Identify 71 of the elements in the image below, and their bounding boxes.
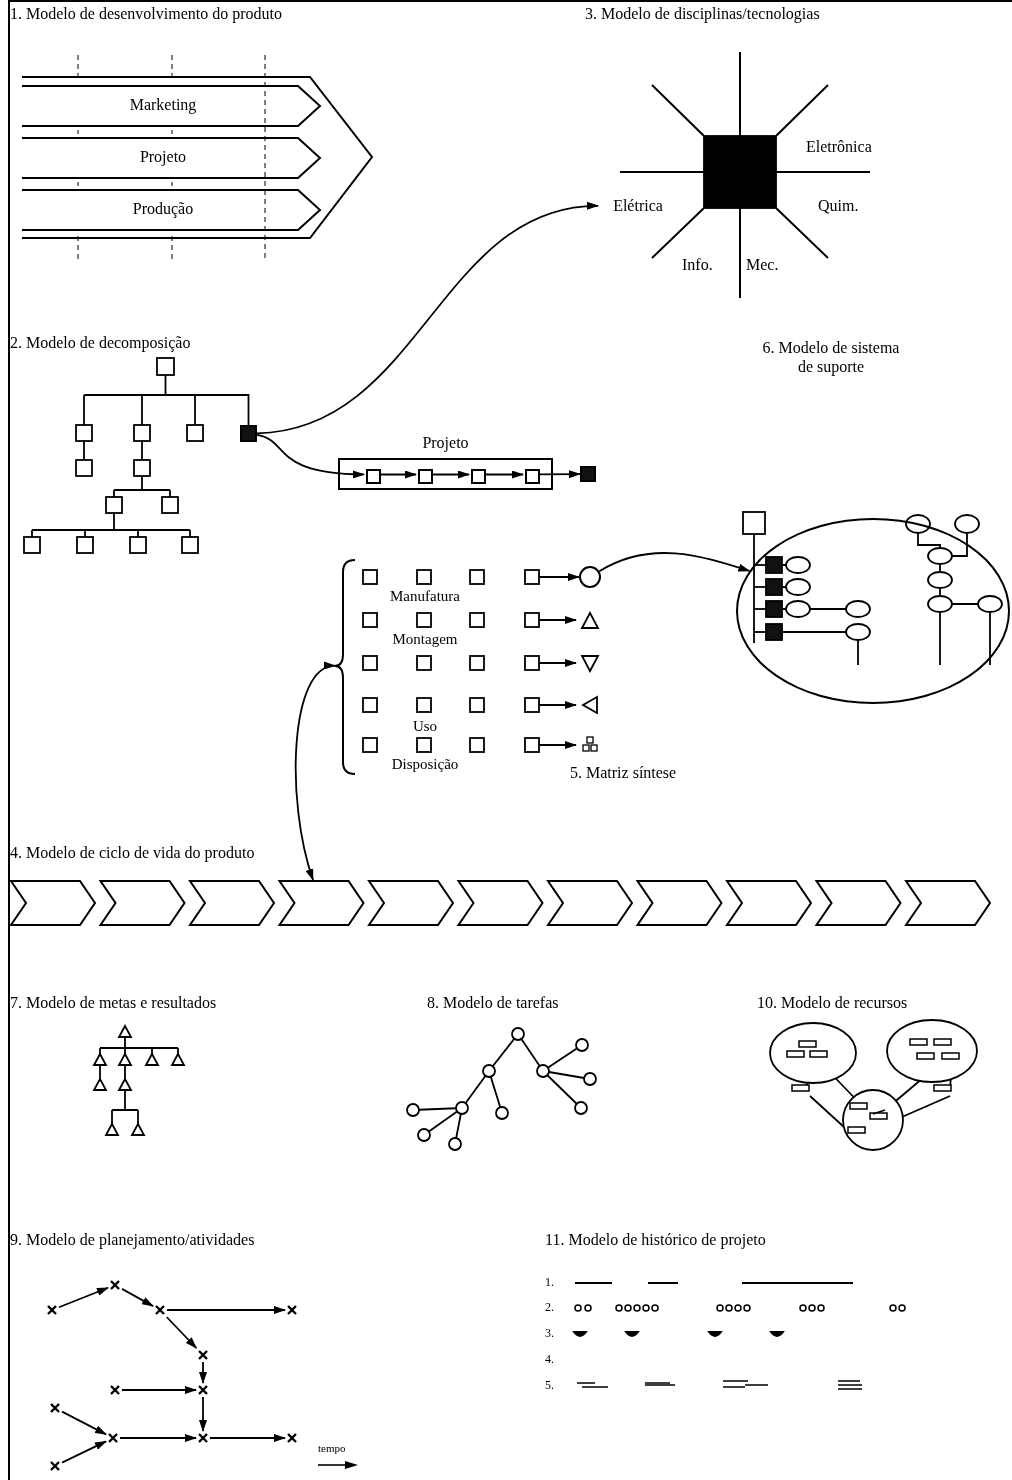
section-title: 4. Modelo de ciclo de vida do produto [10, 843, 255, 863]
connector-arrow [537, 470, 581, 479]
row-label: Disposição [390, 756, 460, 773]
square [418, 469, 433, 484]
row-label: Manufatura [389, 588, 461, 605]
connector-arrow [119, 1434, 197, 1442]
section-title: 9. Modelo de planejamento/atividades [10, 1230, 255, 1250]
connector-arrow [121, 1386, 197, 1394]
connector-arrow [209, 1434, 286, 1442]
square [471, 469, 486, 484]
band-label: Produção [131, 199, 195, 219]
cross-mark [48, 1401, 62, 1415]
frame-heading: Projeto [421, 433, 470, 453]
connector-arrow [58, 1286, 109, 1309]
ellipse [736, 518, 1010, 704]
section-title: 8. Modelo de tarefas [427, 993, 559, 1013]
row-number: 2. [545, 1300, 554, 1315]
axis-label: tempo [318, 1442, 346, 1456]
connector-arrow [378, 470, 417, 479]
filled-square [580, 466, 596, 482]
connector-arrow [430, 470, 470, 479]
connector-arrow [165, 1316, 198, 1349]
row-label: Montagem [391, 631, 459, 648]
connector-arrow [199, 1396, 207, 1432]
discipline-label: Quim. [818, 196, 859, 216]
connector-arrow [166, 1306, 286, 1314]
row-number: 3. [545, 1326, 554, 1341]
cross-mark [45, 1303, 59, 1317]
cross-mark [48, 1459, 62, 1473]
connector-arrow [483, 470, 524, 479]
cross-mark [285, 1431, 299, 1445]
square [366, 469, 381, 484]
section-title: 11. Modelo de histórico de projeto [545, 1230, 766, 1250]
square [525, 469, 540, 484]
section-title: 10. Modelo de recursos [757, 993, 908, 1013]
section-title: 1. Modelo de desenvolvimento do produto [10, 4, 282, 24]
section-title: 5. Matriz síntese [570, 763, 677, 783]
filled-square [240, 425, 257, 442]
cross-mark [196, 1383, 210, 1397]
section-title: 2. Modelo de decomposição [10, 333, 191, 353]
connector-arrow [294, 664, 336, 881]
section-title: 3. Modelo de disciplinas/tecnologias [585, 4, 820, 24]
cross-mark [108, 1383, 122, 1397]
connector-arrow [598, 552, 751, 573]
cross-mark [196, 1348, 210, 1362]
connector-arrow [61, 1410, 107, 1436]
connector-arrow [121, 1288, 154, 1307]
cross-mark [108, 1278, 122, 1292]
connector-arrow [538, 573, 580, 581]
chevron-strip-drawing [10, 880, 991, 926]
discipline-label: Eletrônica [806, 137, 872, 157]
circle [579, 566, 601, 588]
row-number: 1. [545, 1275, 554, 1290]
discipline-label: Mec. [746, 255, 779, 275]
connector-arrow [256, 433, 365, 479]
band-label: Marketing [128, 95, 198, 115]
section-title: 6. Modelo de sistema de suporte [761, 338, 901, 377]
row-label: Uso [411, 718, 439, 735]
cross-mark [285, 1303, 299, 1317]
discipline-label: Elétrica [598, 194, 678, 218]
connector-arrow [256, 203, 599, 435]
discipline-label: Info. [682, 255, 713, 275]
section-title: 7. Modelo de metas e resultados [10, 993, 217, 1013]
connector-arrow [199, 1361, 207, 1384]
row-number: 4. [545, 1352, 554, 1367]
band-label: Projeto [138, 147, 188, 167]
connector-arrow [61, 1440, 107, 1464]
cross-mark [196, 1431, 210, 1445]
row-number: 5. [545, 1378, 554, 1393]
cross-mark [106, 1431, 120, 1445]
cross-mark [153, 1303, 167, 1317]
